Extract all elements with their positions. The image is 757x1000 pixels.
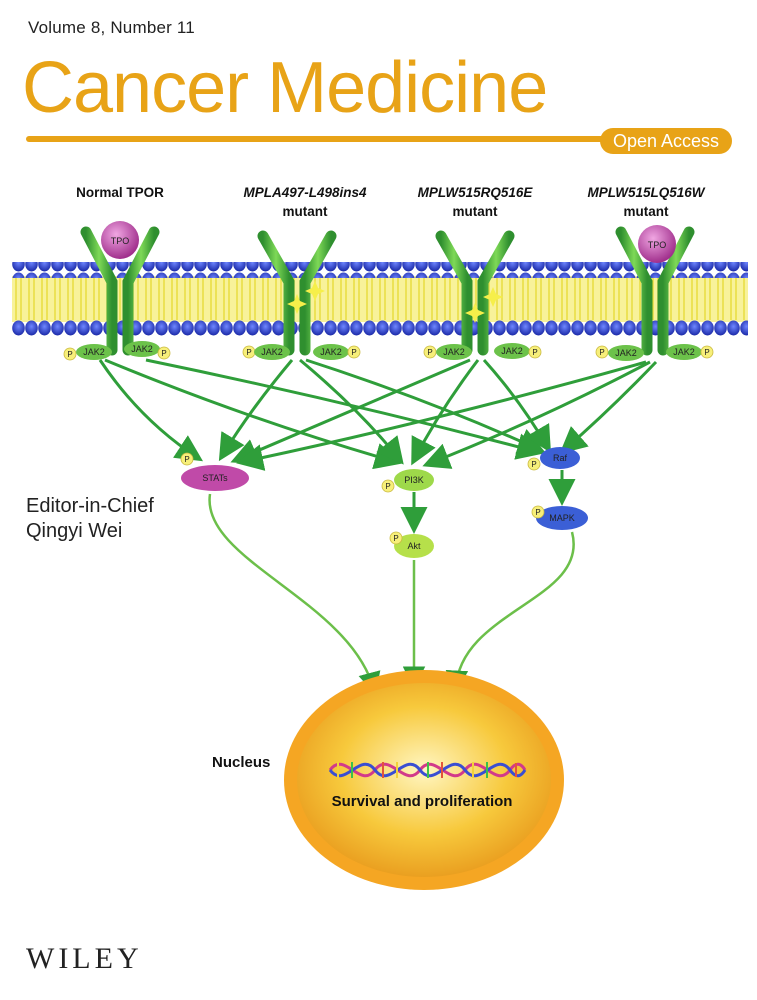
svg-text:JAK2: JAK2 (83, 347, 105, 357)
svg-text:MPLW515LQ516W: MPLW515LQ516W (587, 185, 705, 200)
jak2-group-4: P JAK2 JAK2 P (595, 344, 714, 361)
svg-text:JAK2: JAK2 (320, 347, 342, 357)
svg-text:mutant: mutant (453, 204, 499, 219)
node-akt: Akt P (389, 531, 434, 558)
svg-text:TPO: TPO (111, 236, 130, 246)
receptor-mutant-2 (435, 230, 515, 356)
svg-text:Akt: Akt (407, 541, 421, 551)
svg-text:P: P (161, 349, 166, 358)
jak2-group-3: P JAK2 JAK2 P (423, 343, 542, 360)
receptor-label-3: MPLW515RQ516E mutant (418, 185, 534, 219)
signaling-arrows (98, 358, 658, 534)
svg-text:JAK2: JAK2 (673, 347, 695, 357)
svg-text:MPLW515RQ516E: MPLW515RQ516E (418, 185, 534, 200)
receptor-label-2: MPLA497-L498ins4 mutant (243, 185, 367, 219)
journal-title: Cancer Medicine (22, 48, 548, 128)
svg-text:MPLA497-L498ins4: MPLA497-L498ins4 (243, 185, 367, 200)
svg-text:P: P (531, 460, 536, 469)
svg-text:P: P (535, 508, 540, 517)
jak2-group-1: P JAK2 JAK2 P (63, 341, 171, 361)
svg-text:Normal TPOR: Normal TPOR (76, 185, 164, 200)
tpo-ligand-2: TPO (638, 225, 676, 263)
svg-text:P: P (704, 348, 709, 357)
svg-text:P: P (184, 455, 189, 464)
node-raf: Raf P (527, 447, 580, 471)
svg-text:JAK2: JAK2 (615, 348, 637, 358)
svg-text:JAK2: JAK2 (443, 347, 465, 357)
node-mapk: MAPK P (531, 505, 588, 530)
svg-text:TPO: TPO (648, 240, 667, 250)
volume-issue: Volume 8, Number 11 (28, 18, 195, 37)
publisher-logo: WILEY (26, 942, 143, 975)
svg-text:JAK2: JAK2 (131, 344, 153, 354)
svg-text:P: P (599, 348, 604, 357)
editor-role: Editor-in-Chief (26, 495, 154, 517)
tpo-ligand-1: TPO (101, 221, 139, 259)
svg-text:MAPK: MAPK (549, 513, 575, 523)
title-rule (26, 136, 628, 142)
node-stats: STATs P (180, 452, 249, 491)
svg-text:P: P (67, 350, 72, 359)
svg-text:Raf: Raf (553, 453, 568, 463)
receptor-label-1: Normal TPOR (76, 185, 164, 200)
receptor-label-4: MPLW515LQ516W mutant (587, 185, 705, 219)
svg-text:mutant: mutant (624, 204, 670, 219)
svg-text:mutant: mutant (283, 204, 329, 219)
svg-text:STATs: STATs (202, 473, 228, 483)
dna-helix-icon (328, 762, 527, 778)
editor-block: Editor-in-Chief Qingyi Wei (26, 494, 154, 544)
jak2-group-2: P JAK2 JAK2 P (242, 344, 361, 360)
svg-text:P: P (246, 348, 251, 357)
nucleus: Survival and proliferation (284, 670, 564, 890)
receptor-normal-tpor (80, 226, 160, 356)
cell-membrane (12, 262, 748, 336)
svg-text:JAK2: JAK2 (501, 346, 523, 356)
svg-text:Survival and proliferation: Survival and proliferation (332, 793, 513, 810)
node-pi3k: PI3K P (381, 469, 434, 493)
editor-name: Qingyi Wei (26, 520, 123, 542)
svg-text:P: P (393, 534, 398, 543)
receptor-mutant-1 (257, 230, 337, 356)
open-access-badge: Open Access (600, 128, 732, 154)
nucleus-pathways (208, 493, 575, 695)
svg-text:P: P (427, 348, 432, 357)
svg-text:P: P (532, 348, 537, 357)
nucleus-label: Nucleus (212, 754, 270, 771)
receptor-mutant-3 (615, 226, 695, 356)
svg-text:JAK2: JAK2 (261, 347, 283, 357)
svg-text:P: P (351, 348, 356, 357)
svg-text:P: P (385, 482, 390, 491)
svg-text:PI3K: PI3K (404, 475, 424, 485)
